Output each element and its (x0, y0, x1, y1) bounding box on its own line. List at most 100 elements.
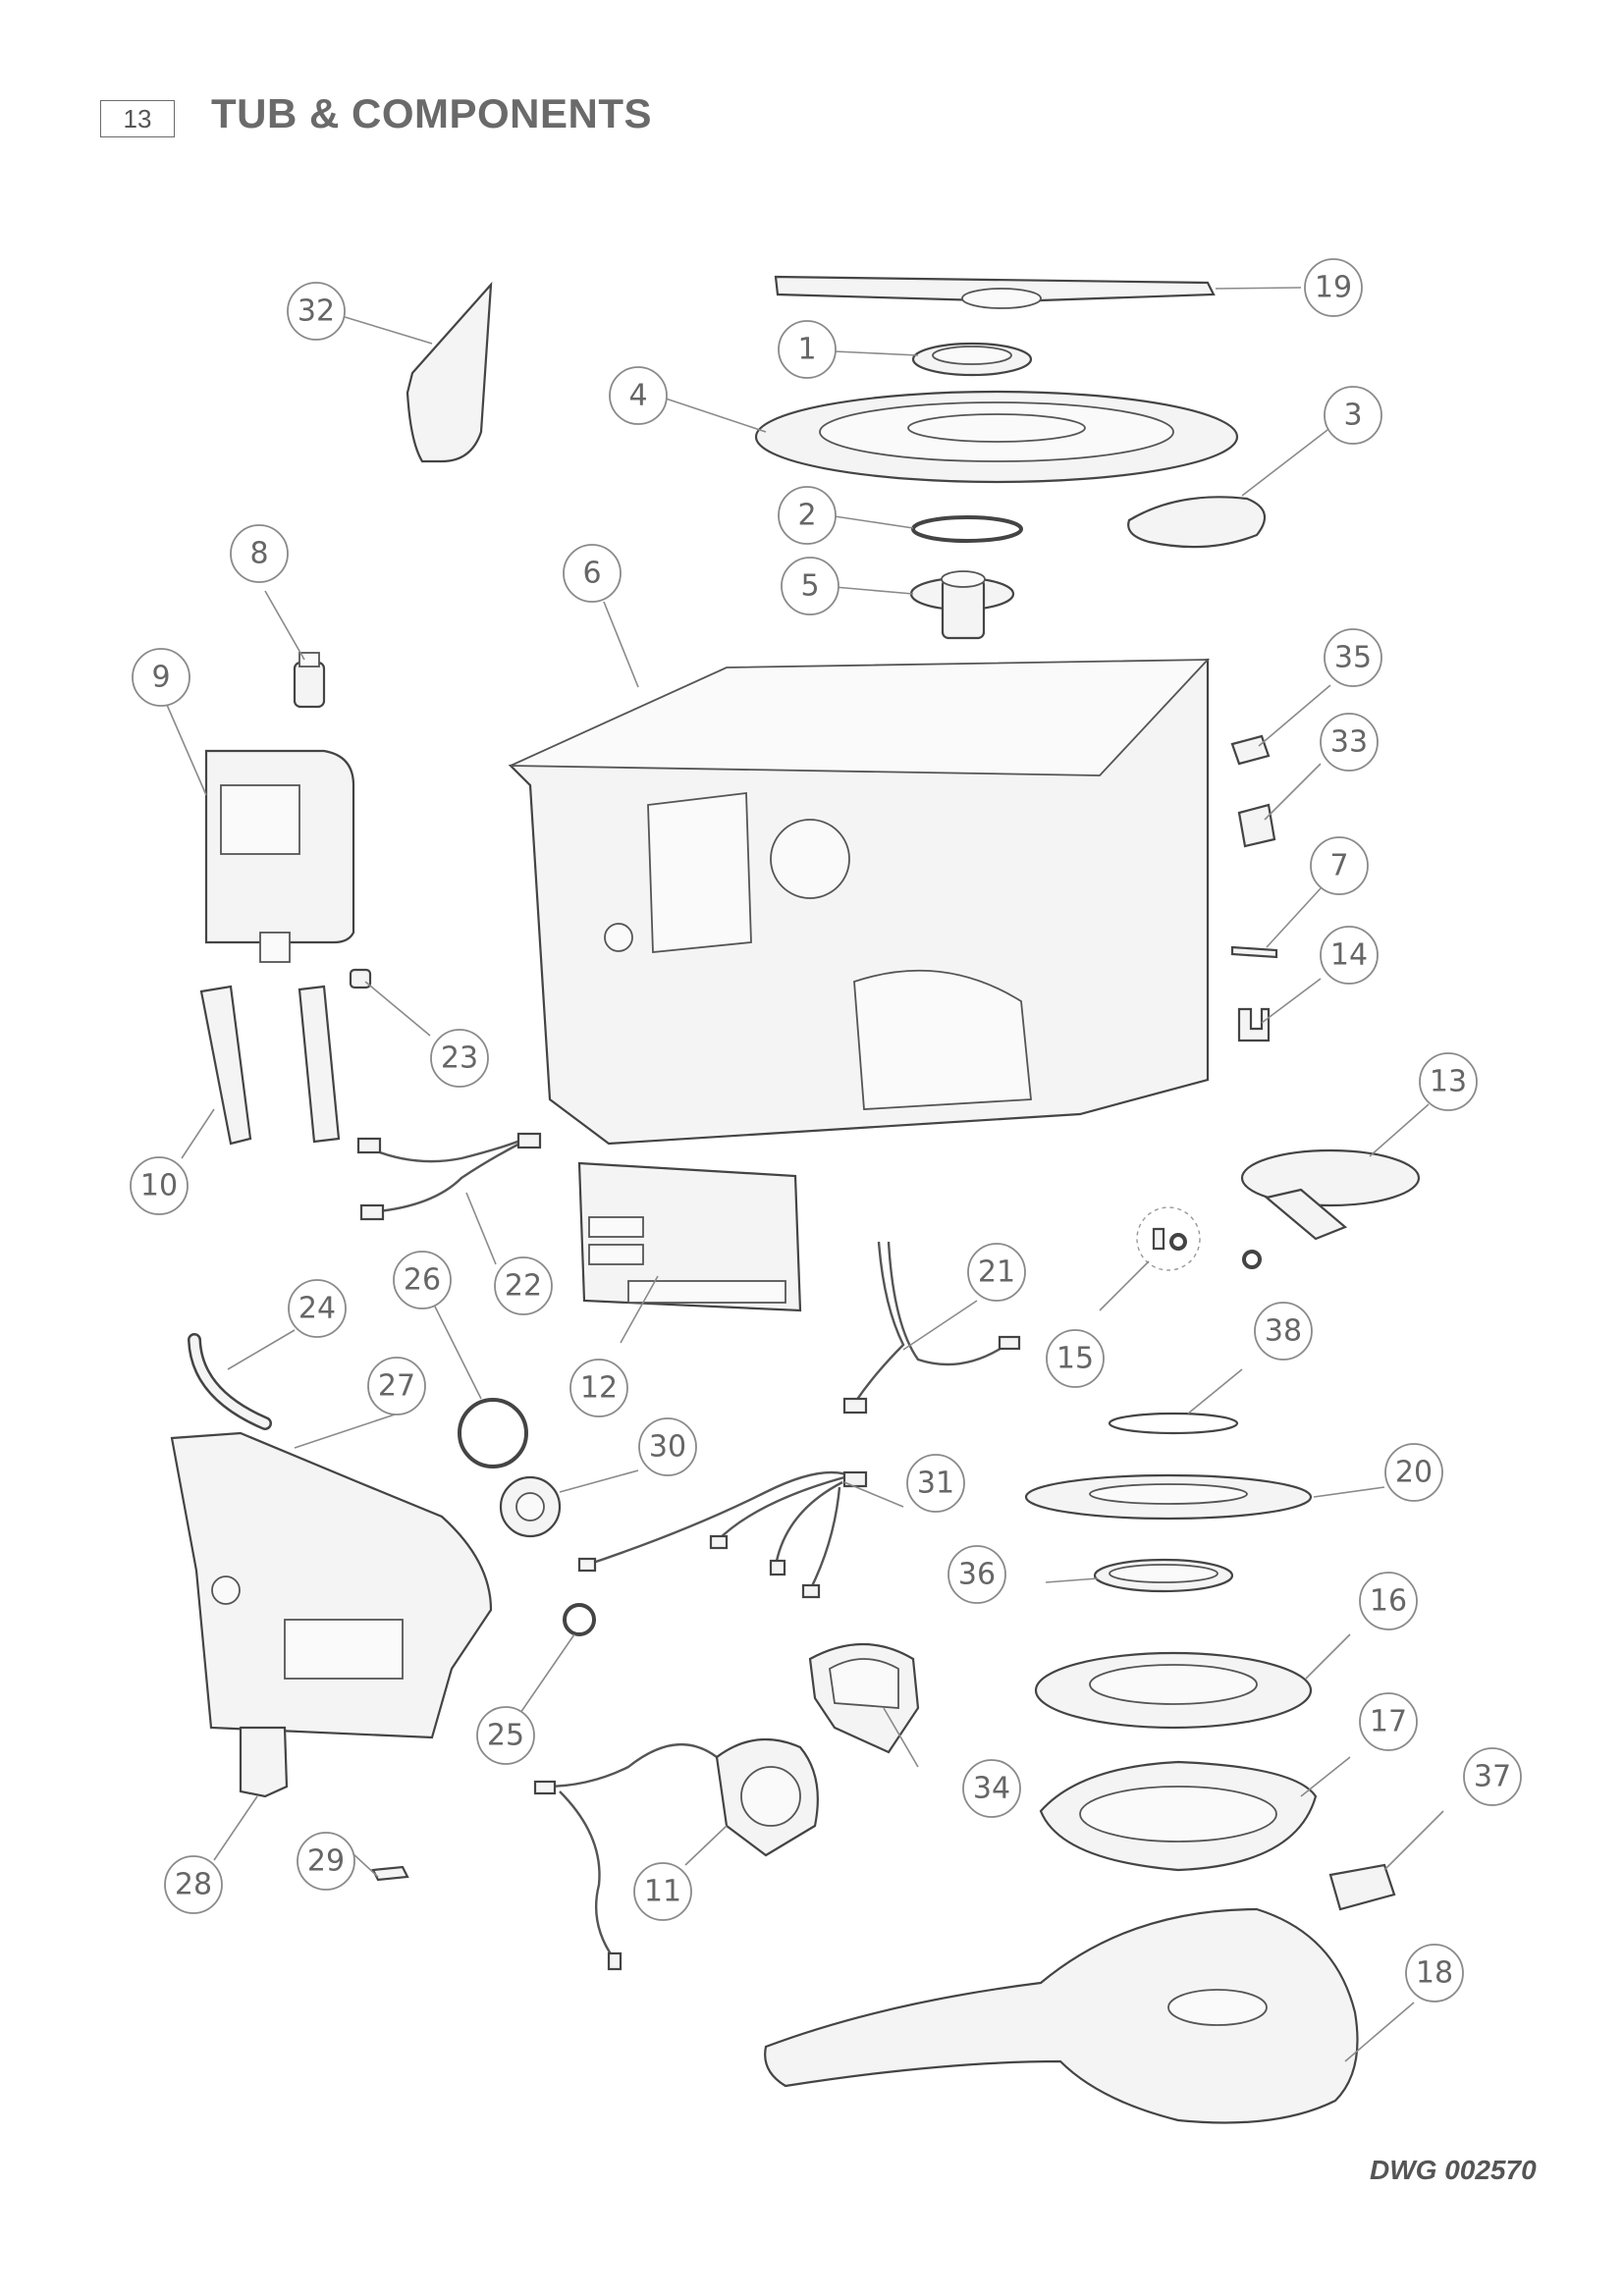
svg-text:38: 38 (1265, 1314, 1302, 1349)
part-control-module (204, 749, 355, 963)
svg-text:8: 8 (249, 537, 268, 571)
part-control-board (577, 1161, 802, 1312)
part-clip-a (1230, 734, 1271, 766)
callout-15: 15 (1046, 1329, 1105, 1388)
page-title: TUB & COMPONENTS (211, 90, 652, 136)
part-pump-assembly (1240, 1148, 1421, 1269)
callout-9: 9 (132, 648, 190, 707)
svg-text:33: 33 (1330, 725, 1368, 760)
page-number: 13 (100, 100, 175, 137)
svg-text:15: 15 (1056, 1342, 1094, 1376)
callout-35: 35 (1324, 628, 1382, 687)
callout-32: 32 (287, 282, 346, 341)
drawing-id: DWG 002570 (1370, 2155, 1537, 2185)
part-sump-frame (1039, 1760, 1318, 1872)
callout-4: 4 (609, 366, 668, 425)
svg-text:19: 19 (1315, 271, 1352, 305)
svg-text:36: 36 (958, 1558, 996, 1592)
svg-text:30: 30 (649, 1430, 686, 1465)
callout-1: 1 (778, 320, 837, 379)
svg-text:29: 29 (307, 1844, 345, 1879)
leader-lines (166, 287, 1444, 2062)
svg-text:35: 35 (1334, 641, 1372, 675)
svg-text:2: 2 (797, 499, 816, 533)
part-strap (808, 1643, 920, 1754)
callout-10: 10 (130, 1156, 189, 1215)
part-plate (1237, 803, 1276, 848)
svg-text:9: 9 (151, 661, 170, 695)
part-hose (188, 1333, 272, 1430)
part-sump-seal (1024, 1473, 1313, 1521)
svg-text:14: 14 (1330, 938, 1368, 973)
part-wire-harness-c (577, 1470, 868, 1599)
part-pin (1230, 945, 1278, 959)
callout-5: 5 (781, 557, 839, 615)
callout-16: 16 (1359, 1572, 1418, 1630)
callout-17: 17 (1359, 1692, 1418, 1751)
part-vent-duct (406, 281, 493, 463)
callout-21: 21 (967, 1243, 1026, 1302)
part-connector (293, 652, 326, 709)
svg-text:23: 23 (441, 1041, 478, 1076)
callout-24: 24 (288, 1279, 347, 1338)
part-nut (349, 968, 372, 989)
callout-22: 22 (494, 1256, 553, 1315)
callout-36: 36 (947, 1545, 1006, 1604)
svg-text:12: 12 (580, 1371, 618, 1406)
part-filter-plate (754, 390, 1239, 484)
svg-text:18: 18 (1416, 1956, 1453, 1991)
svg-text:27: 27 (378, 1369, 415, 1404)
part-clip-c (1328, 1863, 1396, 1911)
callout-23: 23 (430, 1029, 489, 1088)
callout-27: 27 (367, 1357, 426, 1415)
svg-text:20: 20 (1395, 1456, 1433, 1490)
part-diverter-disc (499, 1475, 562, 1538)
callout-31: 31 (906, 1454, 965, 1513)
svg-text:6: 6 (582, 557, 601, 591)
svg-text:1: 1 (797, 333, 816, 367)
part-impeller (909, 570, 1015, 640)
part-fan-assembly (533, 1737, 819, 1971)
callout-18: 18 (1405, 1944, 1464, 2002)
callout-13: 13 (1419, 1052, 1478, 1111)
svg-text:32: 32 (298, 294, 335, 329)
part-retaining-ring (1093, 1558, 1234, 1593)
svg-text:28: 28 (175, 1868, 212, 1902)
svg-text:21: 21 (978, 1255, 1015, 1290)
svg-text:25: 25 (487, 1719, 524, 1753)
callout-34: 34 (962, 1759, 1021, 1818)
part-tub (508, 658, 1211, 1146)
part-spray-arm-upper (774, 275, 1216, 309)
part-seal-ring (1108, 1412, 1239, 1435)
part-wire-harness-a (356, 1132, 542, 1221)
svg-text:16: 16 (1370, 1584, 1407, 1619)
callout-7: 7 (1310, 836, 1369, 895)
callout-12: 12 (569, 1359, 628, 1417)
svg-text:24: 24 (298, 1292, 336, 1326)
part-latch (239, 1726, 289, 1798)
part-nut-ring (911, 342, 1033, 377)
callout-28: 28 (164, 1855, 223, 1914)
svg-text:22: 22 (505, 1269, 542, 1304)
callout-29: 29 (297, 1832, 355, 1891)
part-clip-d (371, 1865, 409, 1882)
part-sump-cover (1034, 1651, 1313, 1730)
svg-text:5: 5 (800, 569, 819, 604)
part-side-housing (170, 1431, 493, 1739)
part-mounting-brackets (199, 985, 341, 1146)
callout-6: 6 (563, 544, 622, 603)
svg-text:11: 11 (644, 1875, 681, 1909)
callout-14: 14 (1320, 926, 1379, 985)
callout-33: 33 (1320, 713, 1379, 772)
svg-text:3: 3 (1343, 399, 1362, 433)
svg-text:34: 34 (973, 1772, 1010, 1806)
part-gasket-ring (911, 515, 1023, 543)
part-clip-b (1237, 1007, 1271, 1042)
callout-25: 25 (476, 1706, 535, 1765)
callout-3: 3 (1324, 386, 1382, 445)
callout-8: 8 (230, 524, 289, 583)
svg-text:13: 13 (1430, 1065, 1467, 1099)
callout-2: 2 (778, 486, 837, 545)
part-wire-harness-b (842, 1241, 1021, 1415)
callout-38: 38 (1254, 1302, 1313, 1361)
